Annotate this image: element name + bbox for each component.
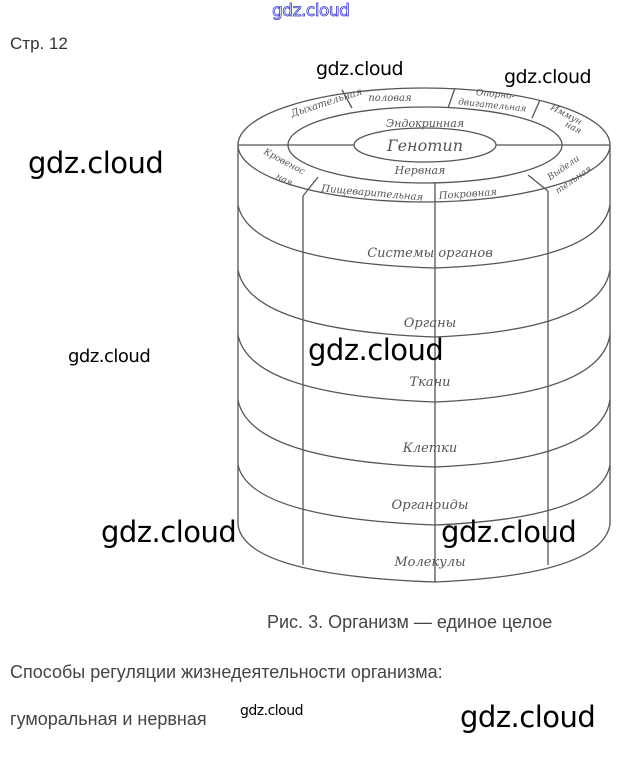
label-endocrine: Эндокринная [386,117,464,130]
divider-6 [527,174,549,192]
layer-arc-1 [237,204,611,269]
layer-organelles: Органоиды [392,498,469,513]
watermark: gdz.cloud [240,703,303,719]
label-integumentary: Покровная [437,187,497,202]
watermark: gdz.cloud [441,515,577,549]
divider-1 [341,89,353,109]
label-circulatory-1: Кровенос [261,147,306,177]
label-respiratory: Дыхательная [289,86,364,120]
answer-text: гуморальная и нервная [10,709,207,729]
layer-arc-3 [237,334,611,403]
figure-caption: Рис. 3. Организм — единое целое [267,612,553,632]
divider-4 [302,176,319,197]
layer-organ-systems: Системы органов [367,246,493,261]
label-nervous: Нервная [394,164,446,177]
label-musculoskeletal-1: Опорно- [475,88,515,102]
watermark: gdz.cloud [460,700,596,734]
label-circulatory-2: ная [274,172,294,189]
label-reproductive: половая [368,93,411,104]
layer-molecules: Молекулы [393,555,465,570]
watermark-top: gdz.cloud [272,1,351,22]
question-text: Способы регуляции жизнедеятельности орга… [10,662,443,682]
divider-2 [447,87,456,109]
watermark: gdz.cloud [28,146,164,180]
layer-organs: Органы [404,316,456,331]
layer-tissues: Ткани [409,375,450,390]
watermark: gdz.cloud [101,515,237,549]
watermark: gdz.cloud [504,66,592,88]
layer-arc-2 [237,269,611,338]
page-label: Стр. 12 [10,34,68,53]
layer-arc-5 [237,464,611,526]
watermark: gdz.cloud [308,333,444,367]
divider-3 [531,99,541,119]
layer-cells: Клетки [402,441,458,456]
label-genotype: Генотип [386,136,463,155]
watermark: gdz.cloud [68,346,151,367]
layer-arc-4 [237,399,611,468]
watermark: gdz.cloud [316,58,404,80]
